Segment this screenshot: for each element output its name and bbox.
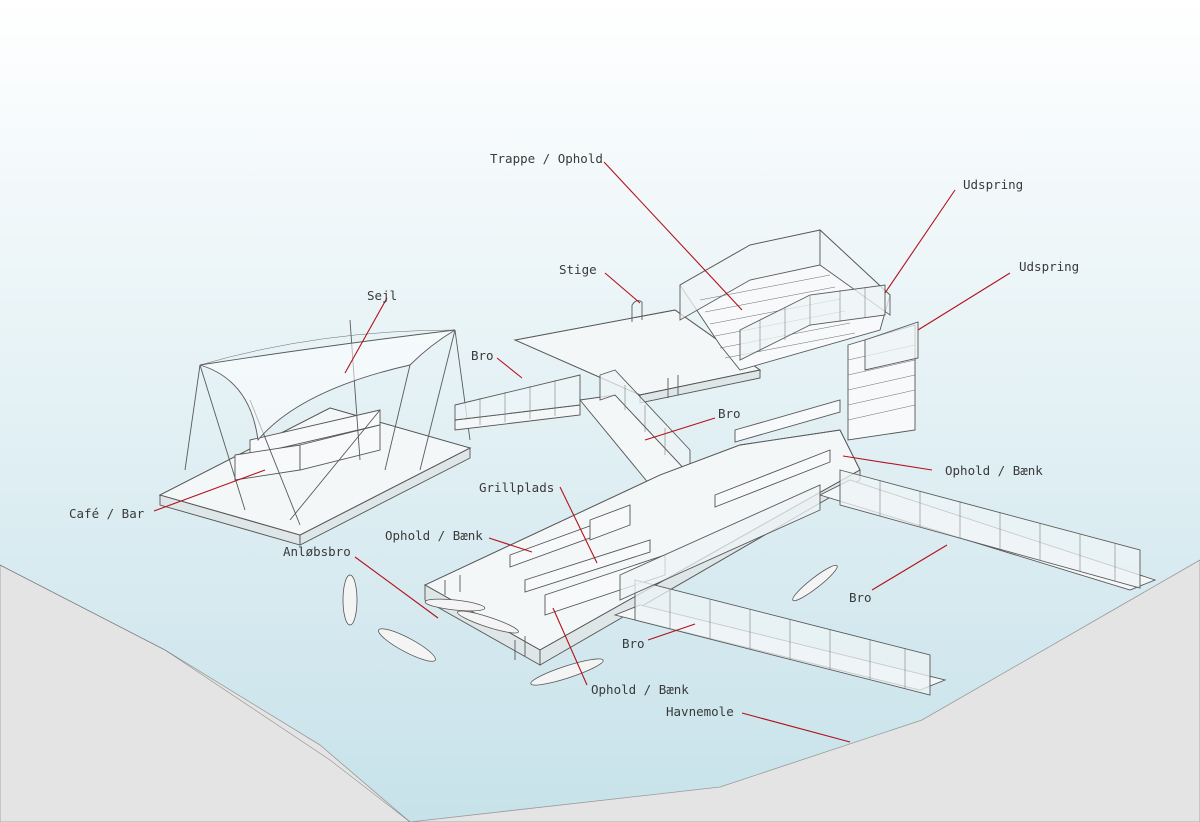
label-udspring-lower: Udspring <box>1019 259 1079 274</box>
label-udspring-top: Udspring <box>963 177 1023 192</box>
label-trappe-ophold: Trappe / Ophold <box>490 151 603 166</box>
label-stige: Stige <box>559 262 597 277</box>
kayaks <box>342 564 838 686</box>
label-ophold-baenk-left: Ophold / Bænk <box>385 528 483 543</box>
labels: Trappe / Ophold Udspring Udspring Stige … <box>69 151 1079 719</box>
label-anlobsbro: Anløbsbro <box>283 544 351 559</box>
stair-structure <box>679 228 919 441</box>
upper-deck <box>513 300 762 404</box>
quay-edge <box>0 564 411 822</box>
quay-area-right <box>409 559 1200 822</box>
pier-bridge-lower <box>613 579 947 696</box>
rail-connector <box>619 484 821 601</box>
label-ophold-baenk-right: Ophold / Bænk <box>945 463 1043 478</box>
label-bro-right-pier: Bro <box>849 590 872 605</box>
pier-bridge-right <box>818 469 1157 591</box>
label-bro-ramp: Bro <box>718 406 741 421</box>
label-bro-upper: Bro <box>471 348 494 363</box>
label-sejl: Sejl <box>367 288 397 303</box>
label-bro-lower-pier: Bro <box>622 636 645 651</box>
label-ophold-baenk-lower: Ophold / Bænk <box>591 682 689 697</box>
leader-lines <box>153 161 1011 743</box>
sail-canopy <box>199 329 456 442</box>
label-cafe-bar: Café / Bar <box>69 506 145 521</box>
bridge-cafe <box>454 374 581 431</box>
label-grillplads: Grillplads <box>479 480 554 495</box>
label-havnemole: Havnemole <box>666 704 734 719</box>
cafe-platform <box>158 319 472 546</box>
